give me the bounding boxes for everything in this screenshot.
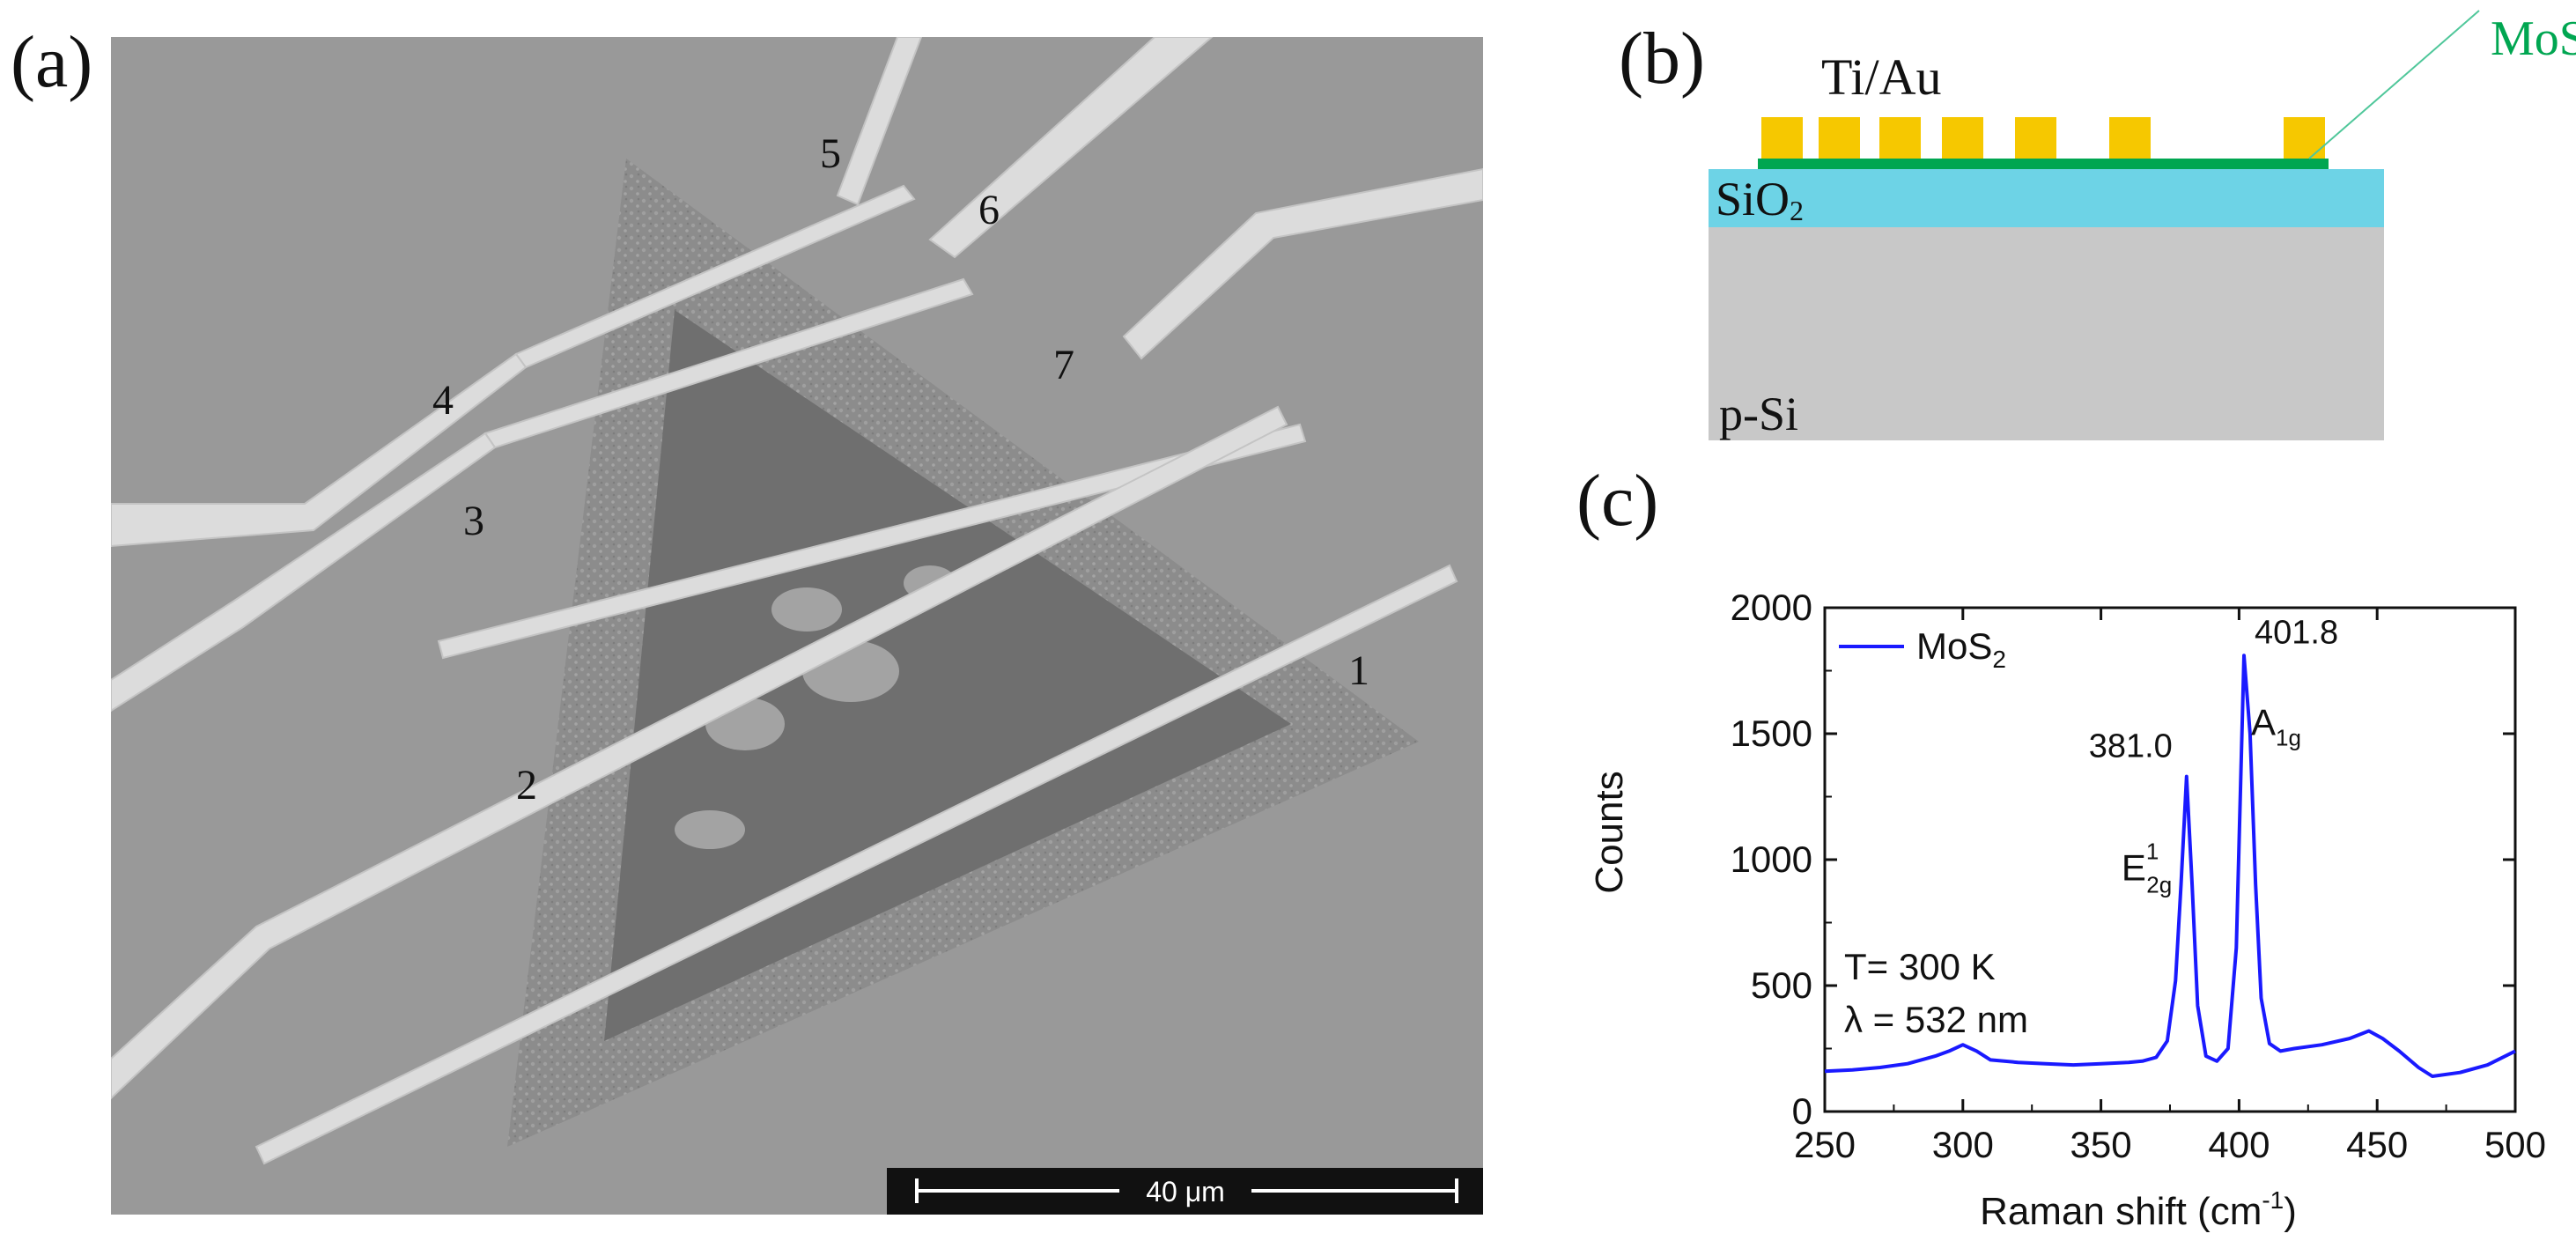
a1g-peak-value: 401.8 xyxy=(2255,614,2338,651)
electrode-label-5: 5 xyxy=(820,130,841,177)
electrode-label-3: 3 xyxy=(463,498,484,544)
x-axis-label: Raman shift (cm-1) xyxy=(1980,1186,2297,1233)
mos2-flake-core xyxy=(604,310,1291,1041)
si-substrate xyxy=(1709,227,2384,440)
a1g-mode-label: A1g xyxy=(2251,701,2301,750)
electrode-label-2: 2 xyxy=(516,762,537,809)
electrode-2-lead xyxy=(111,405,1288,1100)
mos2-label: MoS2 xyxy=(2491,11,2576,69)
electrode-label-7: 7 xyxy=(1053,342,1074,388)
tiau-contacts xyxy=(1761,117,2325,159)
electrode-5-lead xyxy=(836,37,923,206)
y-tick-label: 1000 xyxy=(1731,838,1812,880)
sem-micrograph: 1 2 3 4 5 6 7 40 μm xyxy=(111,37,1483,1215)
sio2-layer xyxy=(1709,169,2384,227)
y-axis-label: Counts xyxy=(1588,771,1631,893)
electrode-labels: 1 2 3 4 5 6 7 xyxy=(432,130,1369,809)
x-tick-label: 500 xyxy=(2484,1124,2546,1165)
panel-label-b: (b) xyxy=(1619,18,1705,100)
x-tick-label: 400 xyxy=(2208,1124,2270,1165)
mos2-film xyxy=(1758,159,2329,169)
panel-label-c: (c) xyxy=(1576,460,1659,542)
mos2-spectrum-line xyxy=(1824,654,2516,1078)
electrode-3-lead xyxy=(111,432,497,713)
x-tick-label: 300 xyxy=(1932,1124,1994,1165)
y-tick-label: 2000 xyxy=(1731,587,1812,628)
e2g-peak-value: 381.0 xyxy=(2089,728,2173,765)
x-tick-label: 350 xyxy=(2070,1124,2132,1165)
electrode-label-6: 6 xyxy=(978,187,1000,233)
sio2-label: SiO2 xyxy=(1716,173,1804,226)
y-tick-label: 0 xyxy=(1792,1090,1812,1132)
mos2-pointer-line xyxy=(2308,10,2480,159)
y-tick-label: 1500 xyxy=(1731,713,1812,754)
electrode-1-bar xyxy=(255,564,1458,1165)
legend-label: MoS2 xyxy=(1916,625,2006,673)
x-tick-label: 450 xyxy=(2346,1124,2408,1165)
panel-label-a: (a) xyxy=(11,21,93,103)
wavelength-annotation: λ = 532 nm xyxy=(1844,999,2028,1040)
psi-label: p-Si xyxy=(1719,388,1798,440)
scale-bar-label: 40 μm xyxy=(1146,1176,1225,1208)
electrode-label-4: 4 xyxy=(432,377,454,424)
electrode-7-bar xyxy=(437,423,1307,660)
x-tick-label: 250 xyxy=(1794,1124,1856,1165)
device-schematic: Ti/Au MoS2 SiO2 p-Si xyxy=(1709,10,2576,440)
electrode-array xyxy=(111,37,1483,1165)
tiau-label: Ti/Au xyxy=(1821,48,1942,106)
electrode-label-1: 1 xyxy=(1348,647,1369,694)
electrode-7-lead xyxy=(1122,167,1483,360)
y-tick-label: 500 xyxy=(1751,964,1812,1006)
electrode-6-lead xyxy=(928,37,1214,259)
temperature-annotation: T= 300 K xyxy=(1844,946,1996,987)
electrode-4-lead xyxy=(111,352,528,548)
